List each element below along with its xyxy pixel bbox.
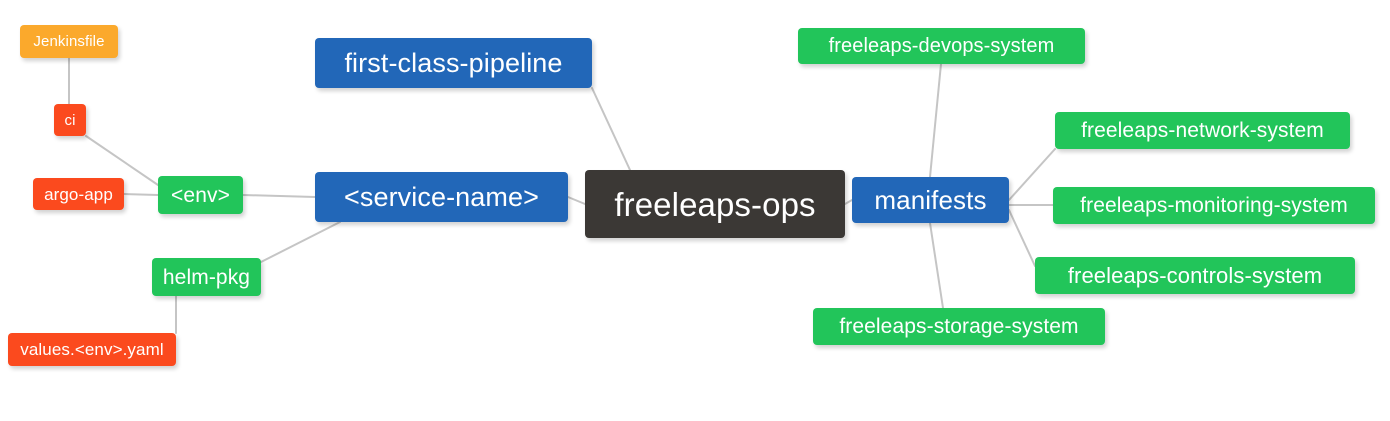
node-label-argo-app: argo-app (44, 184, 113, 204)
edge-manifests-to-freeleaps-network-system (1008, 148, 1056, 201)
edge-freeleaps-ops-to-service-name (567, 196, 586, 205)
node-freeleaps-devops-system[interactable]: freeleaps-devops-system (798, 28, 1085, 64)
node-first-class-pipeline[interactable]: first-class-pipeline (315, 38, 592, 88)
node-env[interactable]: <env> (158, 176, 243, 214)
node-label-env: <env> (171, 183, 230, 207)
edge-freeleaps-ops-to-first-class-pipeline (591, 87, 631, 171)
node-label-first-class-pipeline: first-class-pipeline (344, 47, 563, 78)
node-label-helm-pkg: helm-pkg (162, 265, 251, 289)
node-label-freeleaps-devops-system: freeleaps-devops-system (828, 35, 1055, 57)
node-label-manifests: manifests (874, 185, 987, 215)
node-manifests[interactable]: manifests (852, 177, 1009, 223)
node-argo-app[interactable]: argo-app (33, 178, 124, 210)
node-label-ci: ci (64, 111, 76, 129)
node-label-freeleaps-monitoring-system: freeleaps-monitoring-system (1080, 194, 1348, 217)
node-label-freeleaps-network-system: freeleaps-network-system (1081, 119, 1324, 142)
node-label-values-env-yaml: values.<env>.yaml (20, 340, 164, 359)
node-freeleaps-monitoring-system[interactable]: freeleaps-monitoring-system (1053, 187, 1375, 224)
node-jenkinsfile[interactable]: Jenkinsfile (20, 25, 118, 58)
edge-service-name-to-env (242, 194, 316, 198)
edge-manifests-to-freeleaps-devops-system (929, 63, 942, 178)
node-label-freeleaps-controls-system: freeleaps-controls-system (1067, 262, 1323, 288)
edge-env-to-argo-app (123, 193, 159, 196)
edge-manifests-to-freeleaps-controls-system (1008, 209, 1036, 267)
node-service-name[interactable]: <service-name> (315, 172, 568, 222)
node-label-jenkinsfile: Jenkinsfile (33, 33, 105, 50)
node-freeleaps-controls-system[interactable]: freeleaps-controls-system (1035, 257, 1355, 294)
edge-service-name-to-helm-pkg (260, 221, 341, 263)
node-ci[interactable]: ci (54, 104, 86, 136)
node-freeleaps-storage-system[interactable]: freeleaps-storage-system (813, 308, 1105, 345)
edge-manifests-to-freeleaps-storage-system (929, 222, 944, 309)
edge-freeleaps-ops-to-manifests (844, 199, 853, 205)
node-helm-pkg[interactable]: helm-pkg (152, 258, 261, 296)
node-label-service-name: <service-name> (344, 181, 539, 212)
node-values-env-yaml[interactable]: values.<env>.yaml (8, 333, 176, 366)
node-label-freeleaps-ops: freeleaps-ops (614, 185, 816, 223)
node-freeleaps-ops[interactable]: freeleaps-ops (585, 170, 845, 238)
node-label-freeleaps-storage-system: freeleaps-storage-system (839, 315, 1079, 338)
node-freeleaps-network-system[interactable]: freeleaps-network-system (1055, 112, 1350, 149)
